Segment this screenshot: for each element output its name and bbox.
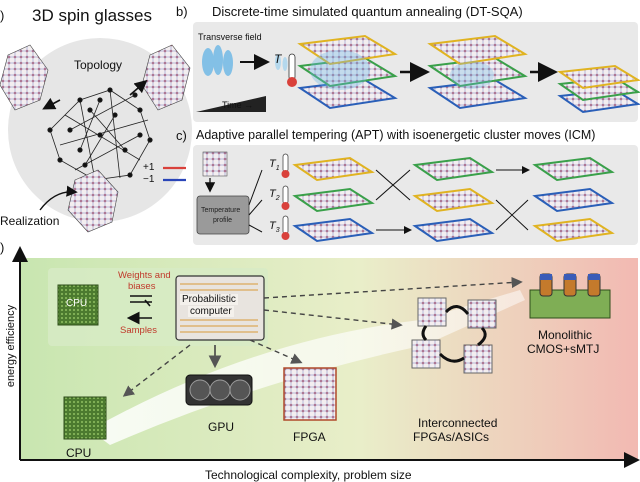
panel-b-letter: b)	[176, 4, 188, 19]
arrow-to-left-lattice	[42, 97, 61, 110]
y-axis-label: energy efficiency	[5, 304, 18, 388]
weights-arrows	[130, 295, 152, 303]
realization-arrow	[39, 185, 78, 211]
temp-2-label: T2	[269, 188, 280, 203]
temperature-label-b: T	[274, 52, 282, 66]
apt-input-lattice	[202, 151, 228, 177]
weights-label-1: Weights and	[118, 270, 171, 281]
legend-minus-label: −1	[143, 174, 155, 185]
monolithic-label-1: Monolithic	[538, 328, 593, 342]
legend-plus-label: +1	[143, 162, 155, 173]
gpu-label: GPU	[208, 420, 235, 434]
lattice-bottom	[67, 169, 119, 233]
samples-label: Samples	[120, 325, 157, 336]
lattice-left	[0, 44, 49, 111]
time-label: Time →	[222, 100, 254, 110]
monolithic-icon	[529, 273, 611, 319]
cpu-chip-label: CPU	[66, 298, 88, 309]
weights-arrow-tip	[144, 299, 151, 307]
arrow-to-monolithic	[263, 276, 523, 299]
panel-c-letter: c)	[176, 128, 187, 143]
weak-field-icon	[275, 54, 288, 71]
weights-label-2: biases	[128, 281, 156, 292]
topology-label: Topology	[74, 58, 123, 72]
panel-b-title: Discrete-time simulated quantum annealin…	[212, 4, 523, 19]
arrow-to-interconnected	[263, 309, 403, 330]
thermometer-b	[288, 53, 296, 81]
interconnected-icon	[411, 297, 497, 374]
cpu-label: CPU	[66, 446, 92, 460]
fpga-label: FPGA	[293, 430, 326, 444]
cpu-chip-icon	[57, 284, 99, 326]
arrow-to-cpu	[122, 344, 191, 397]
topology-graph	[47, 87, 153, 183]
arrow-to-fpga	[249, 339, 303, 364]
panel-c-title: Adaptive parallel tempering (APT) with i…	[196, 128, 596, 142]
arrow-to-right-lattice	[129, 79, 148, 96]
temp-profile-label-1: Temperature	[201, 207, 241, 214]
profile-connectors	[248, 169, 263, 233]
realization-label: Realization	[0, 214, 60, 228]
gpu-icon	[185, 374, 253, 406]
cpu-icon	[63, 396, 107, 440]
panel-a-letter: )	[0, 8, 5, 23]
monolithic-label-2: CMOS+sMTJ	[527, 342, 600, 356]
thermometer-b-bulb	[287, 77, 297, 87]
apt-thermometers	[281, 153, 290, 240]
fpga-icon	[283, 367, 337, 421]
temp-3-label: T3	[269, 220, 280, 235]
pcomp-label-2: computer	[188, 306, 234, 317]
interconnected-label-1: Interconnected	[418, 416, 498, 430]
temp-1-label: T1	[269, 158, 280, 173]
time-ramp	[196, 96, 266, 112]
panel-a-title: 3D spin glasses	[32, 6, 153, 25]
pcomp-label-1: Probabilistic	[180, 294, 238, 305]
apt-replicas-col1	[292, 156, 375, 243]
sqa-stack-3	[557, 64, 640, 114]
panel-d-letter: )	[0, 240, 5, 255]
sqa-stack-2	[427, 34, 528, 110]
transverse-field-label: Transverse field	[198, 32, 262, 42]
interconnected-label-2: FPGAs/ASICs	[413, 430, 490, 444]
x-axis-label: Technological complexity, problem size	[205, 468, 412, 482]
swap-2	[495, 199, 529, 231]
apt-replicas-col3	[532, 156, 615, 243]
apt-replicas-col2	[412, 156, 495, 243]
temperature-profile-box	[196, 195, 250, 235]
transverse-field-icon	[202, 45, 233, 76]
sqa-stack-1	[297, 34, 398, 110]
swap-1	[375, 169, 411, 201]
temp-profile-label-2: profile	[213, 217, 233, 224]
pcomputer-wires	[180, 283, 258, 333]
